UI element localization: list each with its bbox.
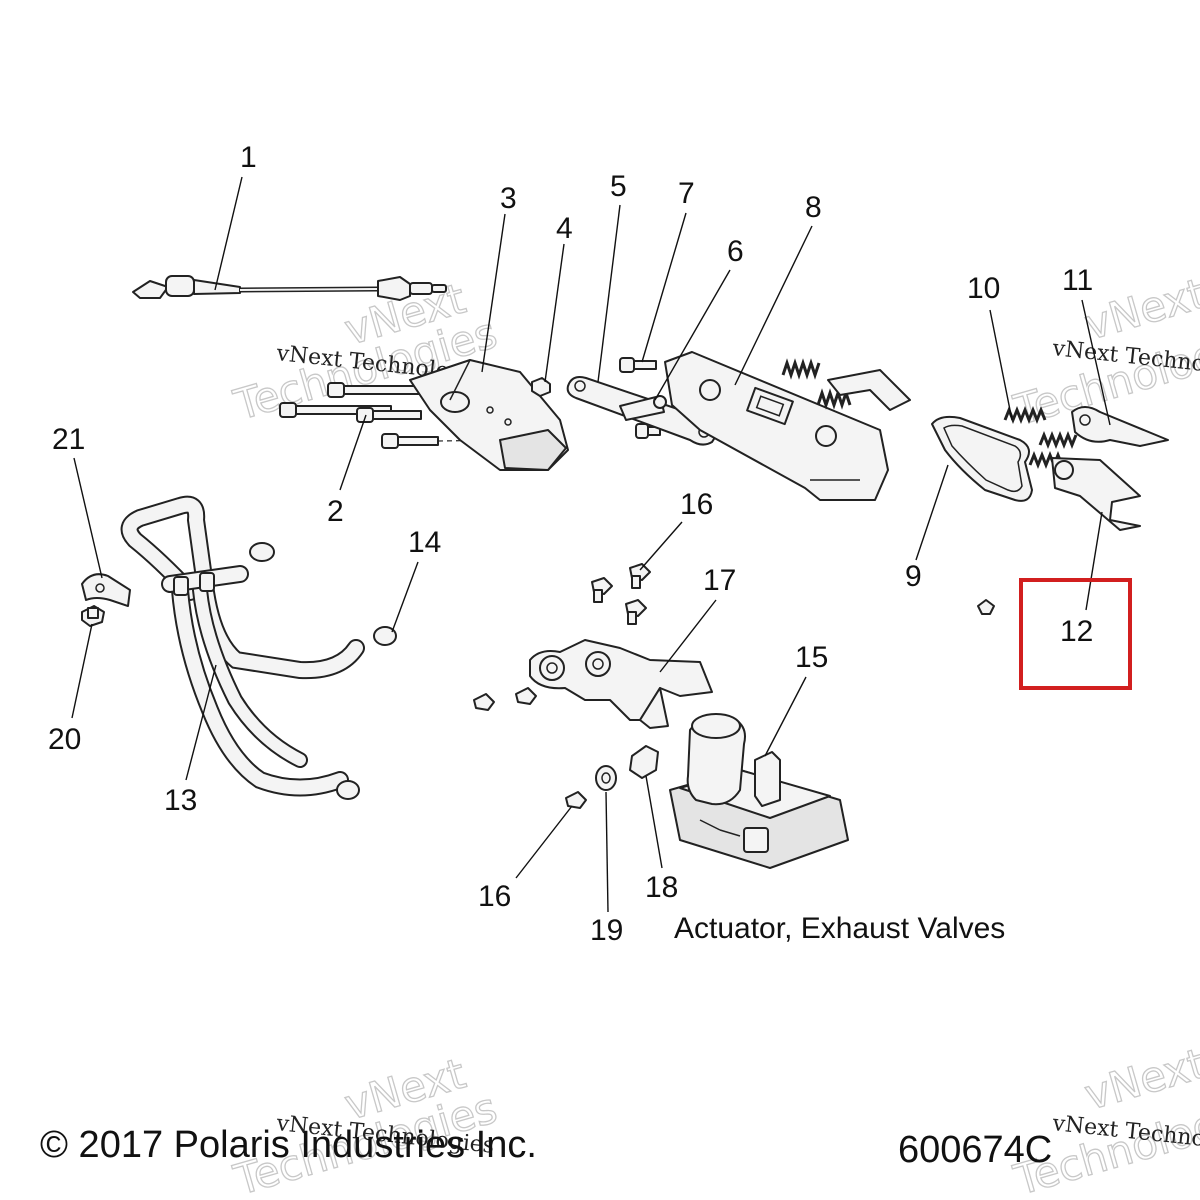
spring-part (781, 358, 911, 411)
bracket-part (529, 639, 713, 729)
bolt-part (619, 357, 667, 409)
callout-4: 4 (556, 212, 573, 245)
gasket-part (931, 415, 1033, 502)
callout-9: 9 (905, 560, 922, 593)
diagram-caption: Actuator, Exhaust Valves (674, 912, 1005, 945)
callout-2: 2 (327, 495, 344, 528)
callout-8: 8 (805, 191, 822, 224)
callout-16: 16 (478, 880, 511, 913)
bolt-part (473, 563, 651, 809)
callout-17: 17 (703, 564, 736, 597)
callout-5: 5 (610, 170, 627, 203)
bolt-part (81, 605, 105, 627)
callout-10: 10 (967, 272, 1000, 305)
housing-part (409, 359, 569, 471)
callout-14: 14 (408, 526, 441, 559)
callout-7: 7 (678, 177, 695, 210)
callout-16: 16 (680, 488, 713, 521)
callout-21: 21 (52, 423, 85, 456)
callout-12: 12 (1060, 615, 1093, 648)
callout-3: 3 (500, 182, 517, 215)
callout-18: 18 (645, 871, 678, 904)
bolt-part (531, 377, 661, 439)
callout-1: 1 (240, 141, 257, 174)
callout-19: 19 (590, 914, 623, 947)
hose-part (120, 495, 365, 797)
callout-labels: 1 2 3 4 5 6 7 8 9 10 11 12 13 14 15 16 1… (48, 141, 1093, 947)
callout-15: 15 (795, 641, 828, 674)
clamp-part (173, 542, 397, 800)
callout-6: 6 (727, 235, 744, 268)
plate-part (664, 351, 889, 501)
callout-11: 11 (1062, 264, 1093, 297)
copyright-text: © 2017 Polaris Industries Inc. (40, 1124, 537, 1166)
callout-13: 13 (164, 784, 197, 817)
cable-part (132, 275, 447, 301)
lever-part (977, 406, 1169, 615)
grommet-part (595, 745, 659, 791)
callout-20: 20 (48, 723, 81, 756)
leader-lines (71, 176, 1111, 913)
actuator-part (669, 713, 849, 869)
highlight-box (1019, 578, 1132, 690)
bracket-part (81, 573, 131, 607)
bolt-part (279, 382, 511, 449)
diagram-id: 600674C (898, 1129, 1052, 1171)
